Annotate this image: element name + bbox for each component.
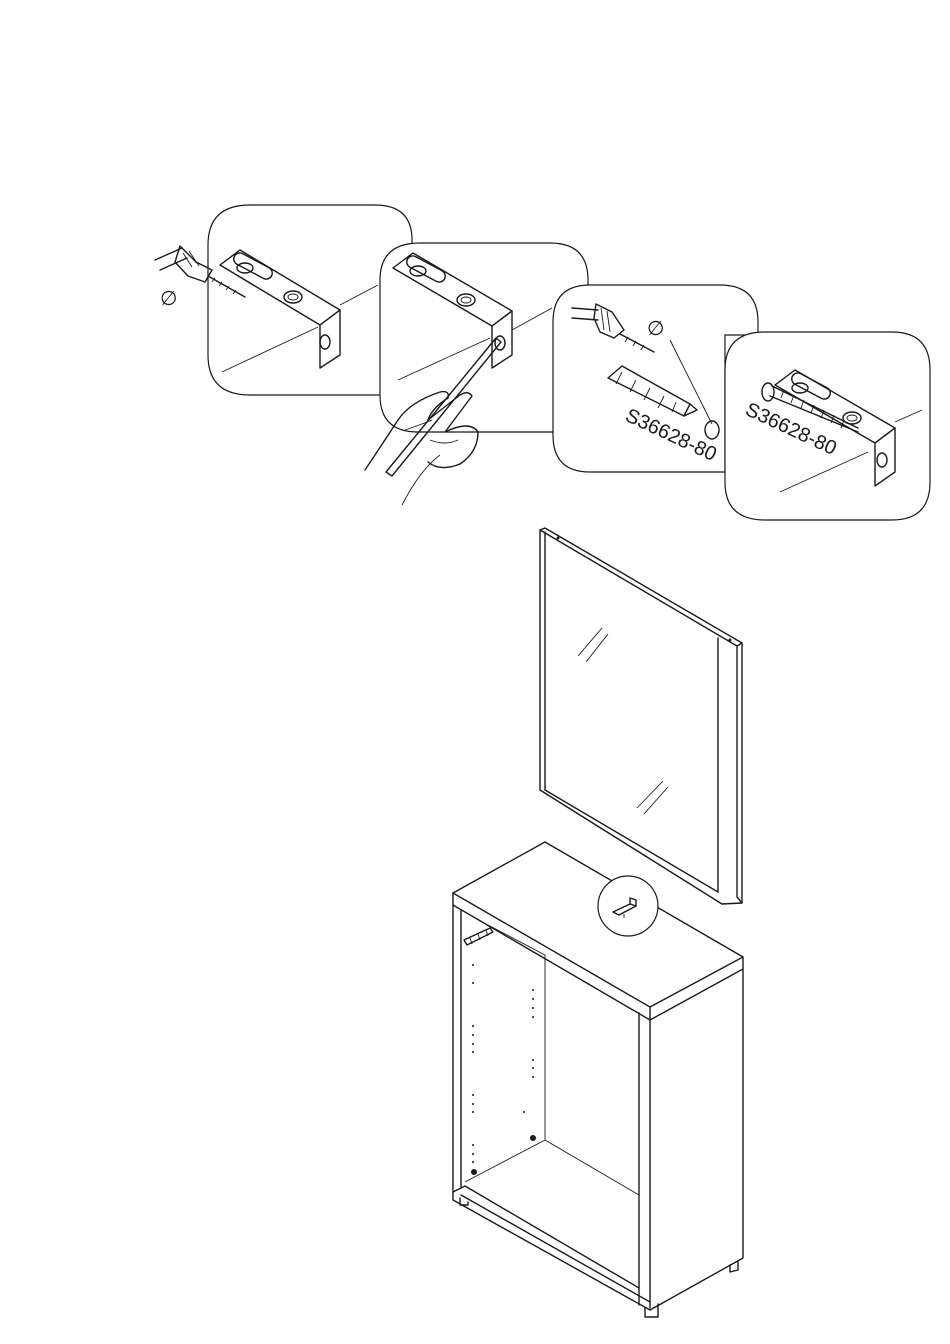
hanging-rail-icon — [464, 928, 493, 945]
reflection-mark — [637, 781, 668, 814]
step-1-drill-bracket: ∅ — [155, 205, 412, 395]
step-4-screw-bracket: S36628-80 — [725, 332, 930, 520]
cabinet-icon — [453, 842, 743, 1317]
cabinet-top — [453, 842, 743, 1007]
reflection-mark — [578, 628, 608, 662]
diameter-symbol: ∅ — [160, 286, 177, 310]
diameter-symbol: ∅ — [647, 316, 664, 340]
detail-callout-circle — [598, 876, 658, 936]
shelf-pin-holes — [471, 964, 536, 1175]
step-4-panel — [725, 332, 930, 520]
mirror-icon — [540, 528, 742, 904]
